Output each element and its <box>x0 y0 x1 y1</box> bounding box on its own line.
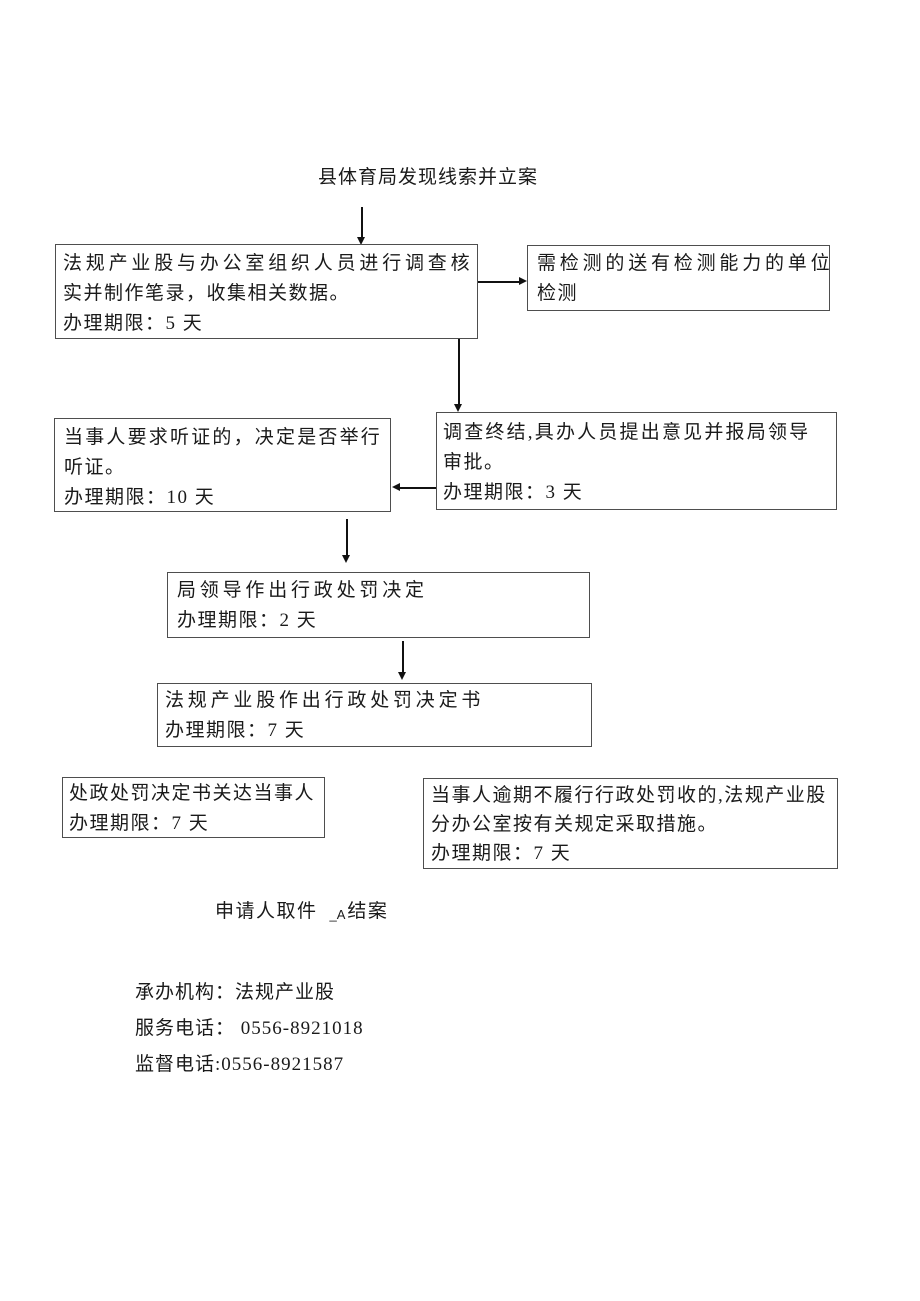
flow-box-line: 调查终结,具办人员提出意见并报局领导 <box>443 422 811 443</box>
flow-box-line: 办理期限：7 天 <box>165 720 306 741</box>
flow-box-decision: 局领导作出行政处罚决定 办理期限：2 天 <box>167 572 590 638</box>
flow-box-line: 办理期限：7 天 <box>69 813 210 834</box>
flow-box-line: 处政处罚决定书关达当事人 <box>69 783 316 804</box>
arrow-right-investigate-to-testing-icon <box>478 276 527 287</box>
flow-box-line: 办理期限：7 天 <box>431 843 572 864</box>
flow-box-conclusion: 调查终结,具办人员提出意见并报局领导 审批。 办理期限：3 天 <box>436 412 837 510</box>
arrow-down-hearing-to-decision-icon <box>341 519 352 563</box>
closing-marker: _A <box>329 907 346 922</box>
flow-box-line: 办理期限：3 天 <box>443 482 584 503</box>
flow-box-line: 办理期限：2 天 <box>177 610 318 631</box>
flow-box-line: 分办公室按有关规定采取措施。 <box>431 814 719 835</box>
contact-info: 承办机构：法规产业股 服务电话： 0556-8921018 监督电话:0556-… <box>135 975 364 1083</box>
flow-box-line: 需检测的送有检测能力的单位 <box>537 253 830 274</box>
flow-box-line: 法规产业股作出行政处罚决定书 <box>165 690 485 711</box>
flow-box-investigate: 法规产业股与办公室组织人员进行调查核 实并制作笔录，收集相关数据。 办理期限：5… <box>55 244 478 339</box>
contact-supervision-phone: 监督电话:0556-8921587 <box>135 1054 345 1075</box>
flow-box-line: 当事人要求听证的，决定是否举行 <box>64 427 383 448</box>
flow-box-deliver: 处政处罚决定书关达当事人 办理期限：7 天 <box>62 777 325 838</box>
closing-suffix: 结案 <box>347 901 389 922</box>
flow-box-line: 法规产业股与办公室组织人员进行调查核 <box>63 253 474 274</box>
flowchart-title: 县体育局发现线索并立案 <box>318 167 539 188</box>
flow-box-testing: 需检测的送有检测能力的单位 检测 <box>527 245 830 311</box>
arrow-down-decision-to-decision-doc-icon <box>397 641 408 680</box>
arrow-left-conclusion-to-hearing-icon <box>392 482 436 493</box>
contact-agency: 承办机构：法规产业股 <box>135 982 336 1003</box>
flow-box-line: 检测 <box>537 283 579 304</box>
flow-box-line: 审批。 <box>443 452 505 473</box>
flow-box-decision-doc: 法规产业股作出行政处罚决定书 办理期限：7 天 <box>157 683 592 747</box>
contact-service-phone: 服务电话： 0556-8921018 <box>135 1018 364 1039</box>
flow-box-enforce: 当事人逾期不履行行政处罚收的,法规产业股 分办公室按有关规定采取措施。 办理期限… <box>423 778 838 869</box>
arrow-down-investigate-to-conclusion-icon <box>453 339 464 412</box>
arrow-down-title-to-investigate-icon <box>356 207 367 245</box>
flow-box-line: 局领导作出行政处罚决定 <box>177 580 428 601</box>
flow-box-hearing: 当事人要求听证的，决定是否举行 听证。 办理期限：10 天 <box>54 418 391 512</box>
flow-box-line: 实并制作笔录，收集相关数据。 <box>63 283 351 304</box>
flow-box-line: 办理期限：5 天 <box>63 313 204 334</box>
closing-prefix: 申请人取件 <box>215 901 318 922</box>
flow-box-line: 办理期限：10 天 <box>64 487 216 508</box>
flow-box-line: 听证。 <box>64 457 126 478</box>
flow-box-line: 当事人逾期不履行行政处罚收的,法规产业股 <box>431 785 827 806</box>
